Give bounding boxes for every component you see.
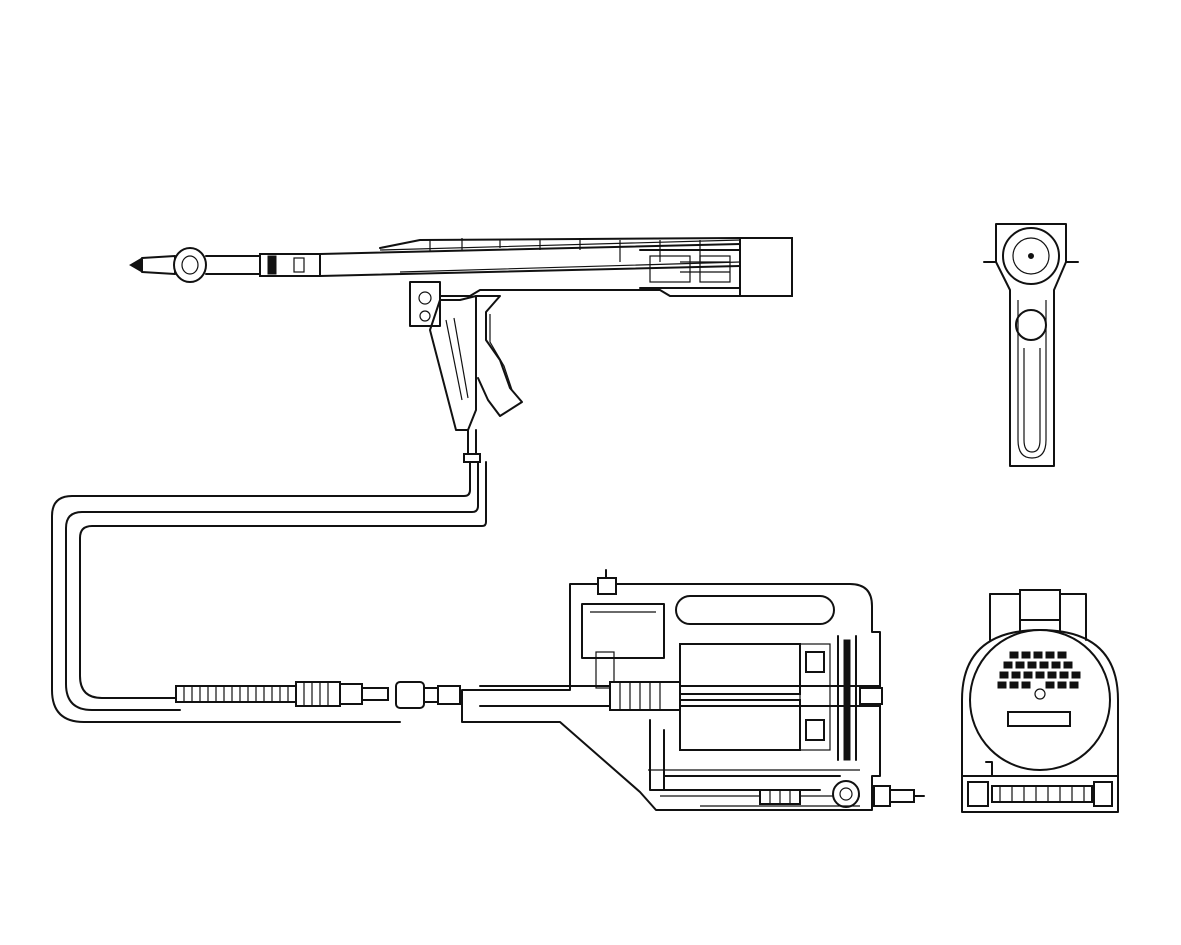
base-bottom-fittings	[967, 761, 1113, 807]
connecting-hose	[51, 461, 487, 723]
top-valve	[597, 577, 617, 595]
base-unit-front-view	[961, 589, 1119, 813]
base-frame	[461, 583, 881, 811]
nozzle-coupling	[173, 247, 207, 283]
gun-side-view	[129, 237, 793, 463]
rear-housing	[739, 237, 793, 297]
reservoir-block	[581, 603, 665, 659]
name-plate	[1007, 711, 1071, 727]
handle	[429, 295, 477, 431]
vent-disc	[969, 629, 1111, 771]
air-inlet-fittings	[700, 780, 925, 808]
trigger-block	[409, 281, 441, 327]
base-unit-side-view	[461, 569, 925, 811]
nozzle-tip	[129, 257, 143, 273]
lower-plumbing	[649, 719, 841, 791]
hose-quick-coupler	[339, 681, 461, 709]
front-view-trigger-circle	[1015, 309, 1047, 341]
front-view-outline	[995, 223, 1067, 467]
vent-grille	[997, 651, 1081, 700]
hose-fitting-ribbed	[175, 681, 341, 707]
gun-front-view	[983, 223, 1079, 467]
carry-slot	[675, 595, 835, 625]
pump-cylinders	[679, 635, 857, 761]
top-handle-block	[1019, 589, 1061, 621]
trigger-guard	[475, 295, 523, 417]
